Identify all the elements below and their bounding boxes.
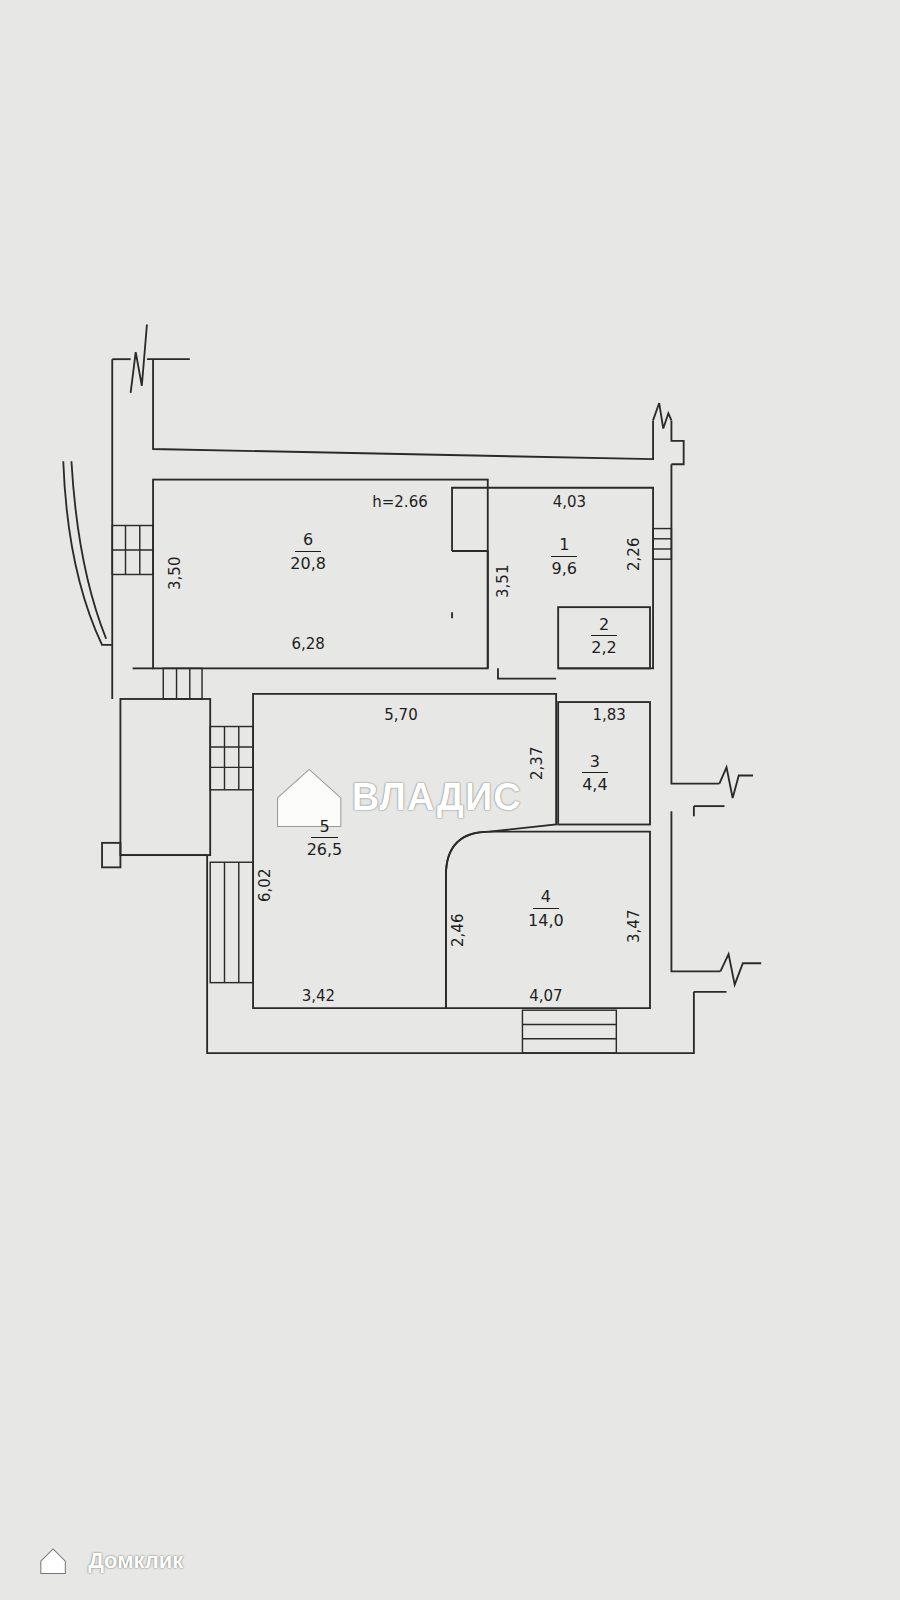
wall-line	[693, 806, 695, 816]
partition	[452, 551, 488, 668]
house-icon	[41, 1549, 65, 1573]
watermark: ВЛАДИС	[352, 777, 522, 819]
wall-line	[207, 855, 694, 1053]
wall-line	[112, 358, 130, 360]
room-label: 22,2	[587, 614, 621, 660]
wall-line	[694, 805, 725, 807]
room-area: 14,0	[528, 909, 564, 930]
room-outline	[253, 694, 556, 1008]
break-symbol	[131, 324, 147, 392]
wall-line	[153, 359, 653, 459]
window-symbol	[210, 746, 253, 747]
window-symbol	[112, 526, 153, 575]
room-area: 26,5	[307, 838, 343, 859]
dimension-label: 3,42	[302, 988, 335, 1005]
window-symbol	[176, 668, 177, 699]
room-number: 6	[295, 531, 321, 551]
room-outline	[558, 702, 650, 824]
wall-line	[133, 667, 153, 669]
window-symbol	[238, 727, 239, 790]
room-area: 2,2	[591, 636, 616, 657]
room-outline	[153, 480, 488, 669]
room-label: 19,6	[547, 534, 581, 580]
dimension-label: 3,51	[496, 565, 513, 598]
balcony-outline	[63, 461, 112, 645]
room-label: 414,0	[524, 886, 568, 932]
room-area: 20,8	[290, 552, 326, 573]
window-symbol	[189, 668, 190, 699]
room-number: 5	[311, 818, 337, 838]
break-symbol	[720, 954, 761, 985]
window-symbol	[653, 529, 671, 560]
dimension-label: 2,26	[626, 537, 643, 570]
dimension-label: 3,50	[167, 557, 184, 590]
window-symbol	[210, 767, 253, 768]
break-symbol	[719, 767, 753, 798]
window-symbol	[224, 727, 225, 790]
window-symbol	[210, 862, 253, 982]
window-symbol	[224, 862, 225, 982]
room-outline	[446, 832, 650, 1009]
room-number: 3	[582, 753, 608, 773]
dimension-label: 4,03	[553, 494, 586, 511]
window-symbol	[112, 549, 153, 550]
room-area: 9,6	[552, 557, 577, 578]
window-symbol	[653, 548, 671, 549]
break-symbol	[653, 403, 671, 429]
wall-line	[671, 420, 683, 464]
watermark: Домклик	[88, 1549, 183, 1573]
room-label: 620,8	[286, 529, 330, 575]
dimension-label: 2,46	[451, 914, 468, 947]
partition	[451, 612, 453, 618]
window-symbol	[522, 1024, 616, 1025]
room-label: 526,5	[303, 816, 347, 862]
room-outline	[452, 488, 653, 669]
room-number: 1	[551, 536, 577, 556]
wall-line	[120, 854, 207, 856]
room-outline	[558, 607, 650, 668]
window-symbol	[210, 727, 253, 790]
watermark-icon	[41, 769, 341, 1573]
dimension-label: 4,07	[529, 988, 562, 1005]
windows	[112, 526, 671, 1054]
dimension-label: 1,83	[592, 707, 625, 724]
partition	[498, 668, 556, 678]
window-symbol	[238, 862, 239, 982]
balcony-post	[102, 843, 120, 867]
window-symbol	[522, 1038, 616, 1039]
balcony-outline	[71, 461, 106, 639]
dimension-label: 5,70	[384, 707, 417, 724]
dimension-label: h=2.66	[372, 494, 427, 511]
dimension-label: 2,37	[530, 747, 547, 780]
dimension-label: 6,28	[291, 636, 324, 653]
room-number: 4	[533, 888, 559, 908]
room-label: 34,4	[578, 751, 612, 797]
window-symbol	[163, 668, 202, 699]
wall-line	[671, 811, 720, 971]
wall-line	[694, 991, 727, 993]
room-area: 4,4	[582, 773, 607, 794]
balcony-outline	[120, 699, 210, 855]
wall-line	[671, 464, 719, 783]
walls	[63, 324, 761, 1053]
dimension-label: 3,47	[626, 910, 643, 943]
window-symbol	[653, 538, 671, 539]
window-symbol	[522, 1010, 616, 1053]
dimension-label: 6,02	[257, 869, 274, 902]
room-number: 2	[591, 616, 617, 636]
